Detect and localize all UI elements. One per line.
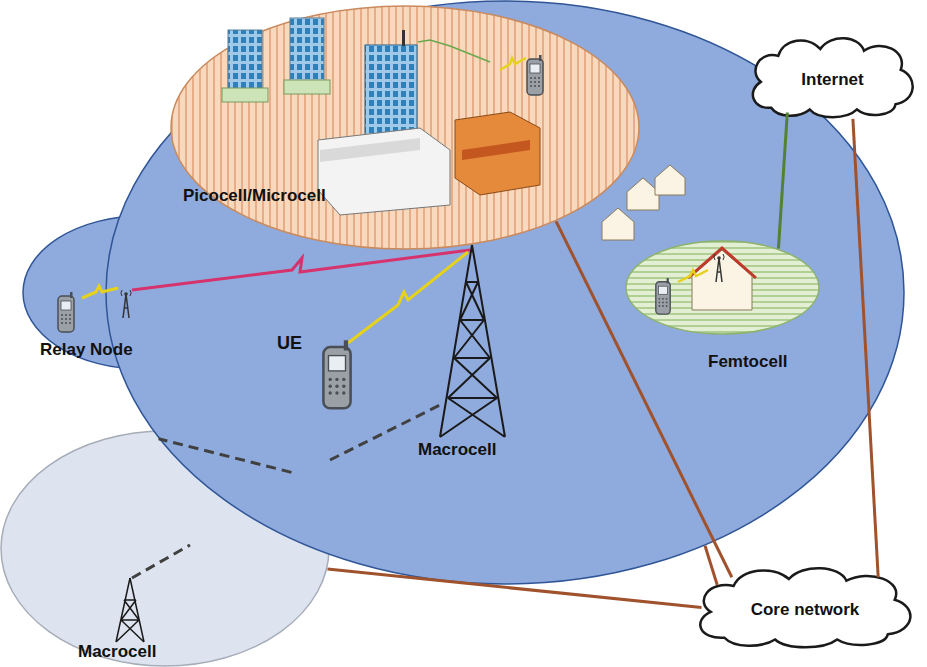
cell-label: Femtocell (708, 352, 787, 372)
shop-awning (462, 140, 530, 160)
device-label: UE (277, 333, 302, 354)
ue-phone (323, 340, 350, 408)
macrocell-region: Macrocell (0, 430, 330, 667)
macrocell-region-outline (0, 430, 330, 667)
core-network-cloud: Core network (690, 560, 920, 655)
shop-block (455, 112, 540, 195)
relay-region: Relay Node (22, 215, 262, 370)
picocell-region: Picocell/Microcell (170, 5, 640, 250)
macrocell-region-outline (105, 0, 905, 585)
warehouse-band (320, 138, 420, 162)
cloud-shape (700, 568, 910, 647)
rooftop-mast (402, 30, 405, 46)
pico-phone (527, 55, 543, 95)
region-ellipse (1, 431, 329, 666)
picocell-region-outline (170, 5, 640, 250)
wired-link (705, 546, 717, 585)
macrocell-region: Macrocell Picocell/MicrocellFemtocell (105, 0, 905, 585)
femto-phone (656, 278, 670, 314)
region-ellipse (626, 241, 819, 334)
office-tower (228, 30, 262, 92)
region-ellipse (171, 6, 639, 249)
cloud-shape (753, 38, 913, 117)
femtocell-region: Femtocell (625, 240, 820, 335)
cloud-label: Core network (751, 600, 860, 620)
building-base (222, 88, 268, 102)
warehouse (318, 128, 450, 215)
internet-cloud: Internet (745, 30, 920, 125)
cell-label: Picocell/Microcell (183, 186, 326, 206)
femto-antenna (714, 254, 724, 282)
building-base (284, 80, 330, 94)
cell-label: Macrocell (78, 642, 156, 662)
cloud-label: Internet (801, 70, 863, 90)
femtocell-region-outline (625, 240, 820, 335)
cell-label: Macrocell (418, 440, 496, 460)
relay-phone (58, 292, 74, 332)
cell-label: Relay Node (40, 340, 133, 360)
office-tower (290, 18, 324, 84)
region-ellipse (23, 216, 261, 369)
